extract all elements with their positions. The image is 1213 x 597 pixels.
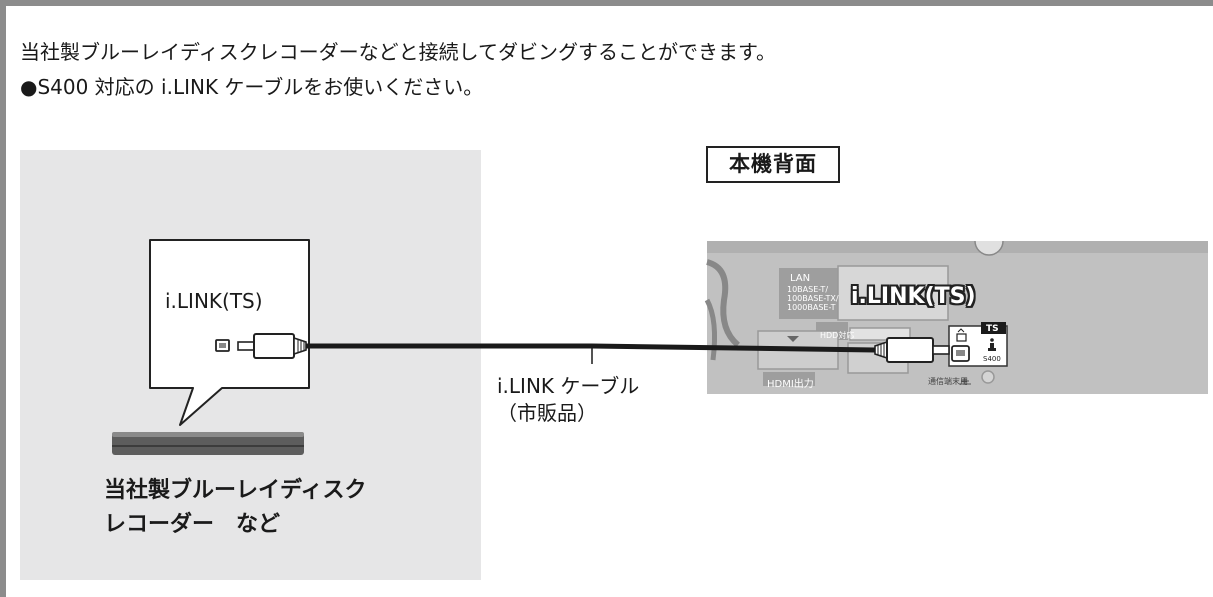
device-caption-line2: レコーダー など [104, 512, 281, 537]
s400-label: S400 [983, 355, 1001, 363]
rear-ilink-port-block [948, 322, 1008, 367]
ilink-cable [306, 343, 876, 353]
rear-panel-illustration [704, 240, 1208, 394]
dedicated-terminal-label: 通信端末用 [928, 377, 968, 386]
rear-panel-title: 本機背面 [706, 146, 840, 183]
intro-text: 当社製ブルーレイディスクレコーダーなどと接続してダビングすることができます。 [20, 40, 776, 64]
cable-label: i.LINK ケーブル [497, 374, 640, 398]
lan-spec-line3: 1000BASE-T [787, 303, 836, 312]
ts-badge: TS [986, 324, 999, 334]
left-port-label: i.LINK(TS) [165, 289, 263, 313]
left-rule [0, 6, 6, 597]
usb-hdd-label: HDD対応 [820, 331, 855, 340]
right-cable-plug [874, 337, 950, 363]
lan-port-label: LAN [790, 273, 811, 284]
left-ilink-port-icon [215, 339, 230, 352]
lan-spec-line1: 10BASE-T/ [787, 285, 829, 294]
rear-port-label: i.LINK(TS) [851, 284, 976, 309]
cable-note: （市販品） [497, 401, 597, 425]
top-rule [0, 0, 1213, 6]
callout-bubble [149, 239, 310, 426]
blu-ray-recorder [112, 432, 304, 455]
left-cable-plug [237, 333, 307, 359]
device-caption-line1: 当社製ブルーレイディスク [104, 478, 367, 503]
lan-spec-line2: 100BASE-TX/ [787, 294, 839, 303]
intro-note: ●S400 対応の i.LINK ケーブルをお使いください。 [20, 75, 484, 99]
hdmi-port-label: HDMI出力 [767, 379, 814, 390]
